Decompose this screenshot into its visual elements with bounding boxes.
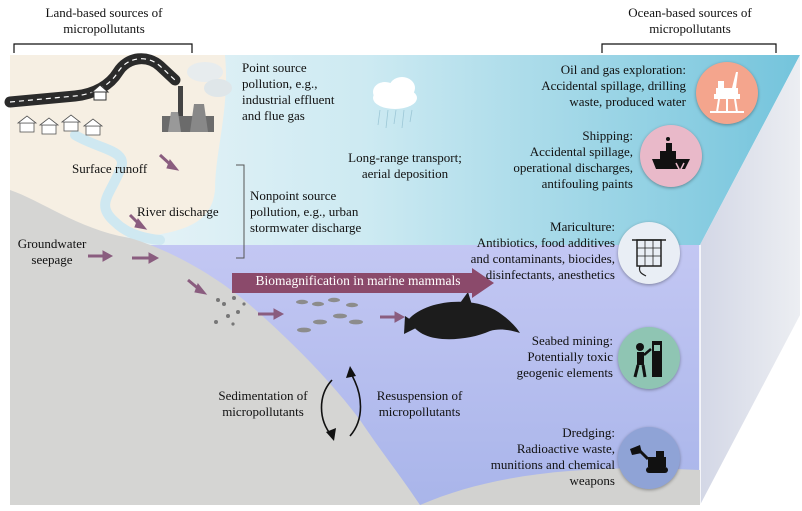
road-marking (9, 58, 176, 103)
ocean-based-header: Ocean-based sources of micropollutants (628, 5, 752, 36)
dredging-label: Dredging: Radioactive waste, munitions a… (490, 425, 615, 488)
ocean-bracket (601, 43, 777, 53)
plankton-icon (214, 296, 246, 326)
groundwater-label: Groundwater seepage (17, 236, 87, 267)
house-icon (90, 84, 110, 101)
sedimentation-label: Sedimentation of micropollutants (218, 388, 308, 419)
shipping-label: Shipping: Accidental spillage, operation… (513, 128, 633, 191)
nonpoint-bracket (236, 164, 245, 259)
ship-icon (640, 125, 702, 187)
factory-icon (162, 62, 232, 132)
nonpoint-source-label: Nonpoint source pollution, e.g., urban s… (250, 188, 362, 235)
land-bracket (13, 43, 193, 53)
fish-school-icon (296, 297, 363, 333)
biomagnification-arrow (232, 268, 494, 298)
resuspension-arrow (349, 371, 362, 437)
biomagnification-label: Biomagnification in marine mammals (255, 273, 461, 288)
land-based-header: Land-based sources of micropollutants (45, 5, 163, 36)
seabed-mining-label: Seabed mining: Potentially toxic geogeni… (516, 333, 613, 380)
mining-icon (618, 327, 680, 389)
whale-icon (408, 301, 520, 340)
dredging-icon (618, 427, 680, 489)
oil-gas-label: Oil and gas exploration: Accidental spil… (541, 62, 686, 109)
long-range-label: Long-range transport; aerial deposition (348, 150, 462, 181)
resuspension-label: Resuspension of micropollutants (376, 388, 463, 419)
seabed-left (10, 190, 420, 505)
cloud-icon (373, 77, 417, 129)
village-icon (16, 114, 104, 136)
river (70, 130, 165, 245)
point-source-label: Point source pollution, e.g., industrial… (242, 60, 335, 123)
river-discharge-label: River discharge (137, 204, 219, 219)
side-face (700, 55, 800, 505)
mariculture-label: Mariculture: Antibiotics, food additives… (470, 219, 615, 282)
fish-cage-icon (618, 222, 680, 284)
surface-runoff-label: Surface runoff (72, 161, 148, 176)
oil-rig-icon (696, 62, 758, 124)
flow-arrows (88, 153, 406, 323)
